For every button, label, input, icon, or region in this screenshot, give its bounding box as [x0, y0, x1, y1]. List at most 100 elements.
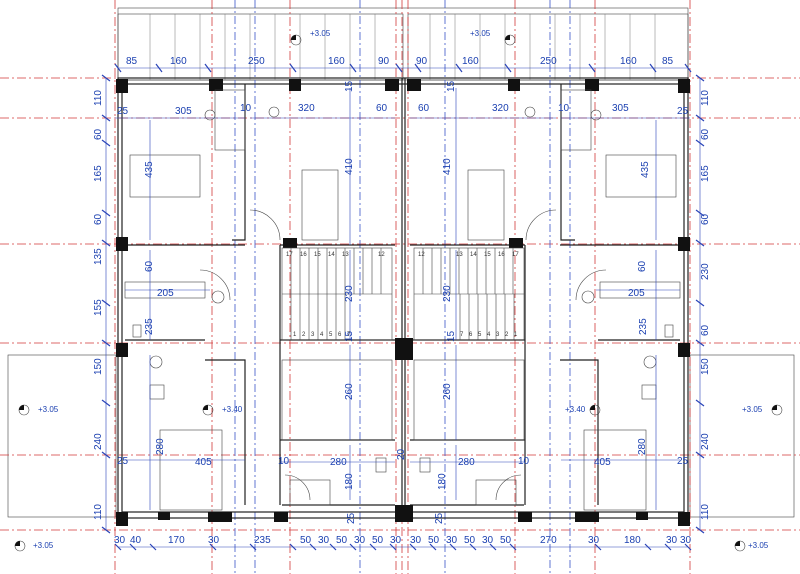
dim-label: 15: [344, 330, 355, 342]
dim-label: 15: [344, 80, 355, 92]
room-width-label: 320: [298, 103, 315, 114]
top-dim: 250: [248, 56, 265, 67]
bottom-dimension-labels: 30 40 170 30 235 50 30 50 30 50 30 30 50…: [114, 535, 692, 546]
stair-length-label: 230: [442, 285, 453, 302]
dim-label: 25: [434, 512, 445, 524]
dimension-ticks: [101, 63, 705, 551]
left-dim: 110: [93, 90, 104, 106]
bottom-dim: 30: [318, 535, 330, 546]
hall-width-label: 280: [458, 457, 475, 468]
dim-label: 15: [446, 80, 457, 92]
room-length-label: 435: [640, 161, 651, 178]
bottom-dim: 40: [130, 535, 142, 546]
left-dim: 165: [93, 165, 104, 182]
right-dimension-labels: 110 60 165 60 230 60 150 240 110: [700, 90, 711, 520]
bath-width-label: 205: [157, 288, 174, 299]
dim-label: 20: [396, 448, 407, 460]
bottom-dim: 30: [588, 535, 600, 546]
top-dim: 160: [170, 56, 187, 67]
stair-step-number: 3: [496, 332, 500, 338]
stair-step-number: 15: [314, 252, 321, 258]
right-dim: 150: [700, 358, 711, 375]
right-dim: 230: [700, 263, 711, 280]
stair-left: [281, 247, 393, 341]
stair-step-number: 1: [514, 332, 518, 338]
left-dim: 240: [93, 433, 104, 450]
bottom-dim: 170: [168, 535, 185, 546]
stair-step-number: 4: [487, 332, 491, 338]
stair-length-label: 230: [344, 285, 355, 302]
level-room-right: +3.40: [565, 405, 586, 414]
left-dimension-labels: 110 60 165 60 135 155 150 240 110: [93, 90, 104, 520]
stair-step-number: 2: [505, 332, 509, 338]
level-top-right: +3.05: [470, 29, 491, 38]
bottom-dim: 50: [428, 535, 440, 546]
stair-step-number: 12: [378, 252, 385, 258]
bottom-dim: 30: [208, 535, 220, 546]
bottom-dim: 180: [624, 535, 641, 546]
level-bottom-right: +3.05: [748, 541, 769, 550]
top-dim: 250: [540, 56, 557, 67]
dim-label: 25: [117, 456, 129, 467]
stair-right: [413, 247, 525, 341]
right-dim: 240: [700, 433, 711, 450]
top-dim: 90: [378, 56, 390, 67]
room-length-label: 410: [344, 158, 355, 175]
left-dim: 110: [93, 504, 104, 520]
bottom-dim: 50: [336, 535, 348, 546]
dim-label: 25: [677, 106, 689, 117]
bath-width-label: 205: [628, 288, 645, 299]
stair-step-number: 5: [329, 332, 333, 338]
stair-step-number: 14: [328, 252, 335, 258]
bottom-dim: 30: [354, 535, 366, 546]
level-balcony-right: +3.05: [742, 405, 763, 414]
stair-step-number: 6: [338, 332, 342, 338]
right-dim: 165: [700, 165, 711, 182]
balcony-right: [689, 354, 795, 518]
bottom-dim: 50: [372, 535, 384, 546]
bottom-dim: 270: [540, 535, 557, 546]
stair-step-number: 7: [347, 332, 351, 338]
stair-step-number: 17: [512, 252, 519, 258]
bottom-dim: 50: [464, 535, 476, 546]
top-dim: 160: [620, 56, 637, 67]
left-dim: 150: [93, 358, 104, 375]
stair-step-number: 1: [293, 332, 297, 338]
dim-label: 10: [240, 103, 252, 114]
room-length-label: 435: [144, 161, 155, 178]
bath-length-label: 235: [144, 318, 155, 335]
small-length-label: 180: [437, 473, 448, 490]
stair-step-number: 2: [302, 332, 306, 338]
top-dimension-labels: 85 160 250 160 90 90 160 250 160 85: [126, 56, 674, 67]
stair-step-number: 16: [498, 252, 505, 258]
terrace-top: [117, 7, 689, 81]
right-dim: 60: [700, 213, 711, 225]
dim-label: 10: [518, 456, 530, 467]
room-width-label: 405: [594, 457, 611, 468]
top-dim: 85: [126, 56, 138, 67]
dim-label: 60: [144, 260, 155, 272]
left-dim: 155: [93, 299, 104, 316]
hall-length-label: 260: [442, 383, 453, 400]
room-length-label: 280: [155, 438, 166, 455]
interior-dimension-labels: 305 320 320 305 410 410 435 435 205 205 …: [117, 80, 689, 524]
dim-label: 10: [558, 103, 570, 114]
stair-step-number: 14: [470, 252, 477, 258]
bottom-dim: 30: [446, 535, 458, 546]
bottom-dim: 30: [482, 535, 494, 546]
level-markers: +3.05 +3.05 +3.05 +3.05 +3.40 +3.40 +3.0…: [14, 29, 783, 552]
top-dim: 160: [328, 56, 345, 67]
bath-length-label: 235: [638, 318, 649, 335]
dim-label: 10: [278, 456, 290, 467]
dim-label: 60: [418, 103, 430, 114]
stair-step-number: 5: [478, 332, 482, 338]
top-dim: 90: [416, 56, 428, 67]
level-top-left: +3.05: [310, 29, 331, 38]
stair-step-number: 13: [456, 252, 463, 258]
left-dim: 60: [93, 213, 104, 225]
room-length-label: 410: [442, 158, 453, 175]
stair-step-number: 16: [300, 252, 307, 258]
stair-step-number: 3: [311, 332, 315, 338]
dimension-lines: [105, 67, 701, 548]
